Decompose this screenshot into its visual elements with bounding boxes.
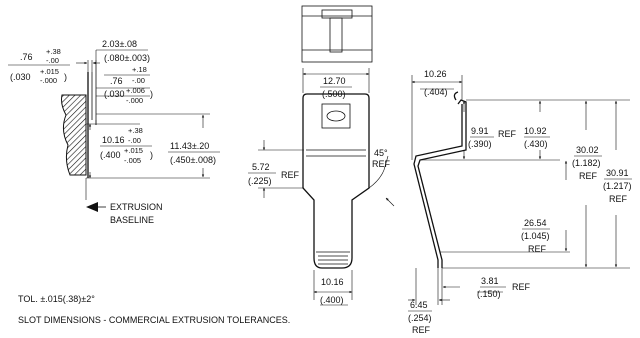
label-d3-in: (.030 [104, 89, 125, 99]
note-tolerance: TOL. ±.015(.38)±2° [18, 294, 95, 304]
label-d1-in-tol-plus: +.015 [40, 67, 59, 76]
label-height-in: (.225) [248, 176, 272, 186]
label-d5-in: (.450±.008) [170, 155, 216, 165]
label-side-d8-in: (.254) [408, 313, 432, 323]
label-baseline-1: EXTRUSION [110, 202, 163, 212]
front-view [248, 68, 395, 306]
label-d4-in-close: ) [150, 150, 153, 160]
label-bottom-width-mm: 10.16 [321, 277, 344, 287]
label-d4-mm: 10.16 [102, 135, 125, 145]
left-view-labels: .76 +.38 -.00 (.030 +.015 -.000 ) 2.03±.… [10, 39, 216, 225]
label-d1-tol-minus: -.00 [46, 56, 59, 65]
label-d1-in-close: ) [64, 72, 67, 82]
label-side-d8-ref: REF [412, 325, 431, 335]
label-d3-mm: .76 [110, 76, 123, 86]
label-bottom-width-in: (.400) [320, 295, 344, 305]
left-section-view [8, 49, 220, 212]
label-side-d7-ref: REF [512, 282, 531, 292]
label-d3-in-close: ) [150, 89, 153, 99]
label-side-d1-in: (.404) [424, 87, 448, 97]
label-baseline-2: BASELINE [110, 215, 154, 225]
label-width-mm: 12.70 [323, 76, 346, 86]
note-slot-dimensions: SLOT DIMENSIONS - COMMERCIAL EXTRUSION T… [18, 315, 290, 325]
label-side-d2-mm: 9.91 [471, 126, 489, 136]
label-d3-in-tol-minus: -.000 [126, 96, 143, 105]
label-side-d2-in: (.390) [468, 139, 492, 149]
label-side-d6-mm: 26.54 [524, 218, 547, 228]
label-d1-in-tol-minus: -.000 [40, 76, 57, 85]
label-d3-in-tol-plus: +.006 [126, 86, 145, 95]
label-side-d2-ref: REF [498, 129, 517, 139]
label-width-in: (.500) [322, 89, 346, 99]
label-side-d3-in: (.430) [524, 139, 548, 149]
label-d4-in: (.400 [100, 150, 121, 160]
notes: TOL. ±.015(.38)±2° SLOT DIMENSIONS - COM… [18, 294, 290, 325]
label-d1-tol-plus: +.38 [46, 47, 61, 56]
extrusion-section [61, 94, 87, 176]
label-d4-tol-minus: -.00 [128, 136, 141, 145]
label-side-d5-in: (1.217) [603, 181, 632, 191]
label-side-d6-in: (1.045) [521, 231, 550, 241]
label-d1-in: (.030 [10, 72, 31, 82]
label-d2-in: (.080±.003) [104, 53, 150, 63]
label-angle: 45° [374, 148, 388, 158]
label-side-d7-mm: 3.81 [481, 276, 499, 286]
label-side-d5-ref: REF [609, 194, 628, 204]
label-side-d8-mm: 6.45 [410, 300, 428, 310]
label-height-mm: 5.72 [252, 162, 270, 172]
label-height-ref: REF [281, 170, 300, 180]
label-d3-tol-minus: -.00 [132, 76, 145, 85]
label-side-d3-mm: 10.92 [524, 126, 547, 136]
label-side-d4-mm: 30.02 [576, 145, 599, 155]
front-view-labels: 12.70 (.500) 5.72 (.225) REF 45° REF 10.… [248, 76, 391, 305]
label-d4-tol-plus: +.38 [128, 126, 143, 135]
label-d4-in-tol-minus: -.005 [124, 156, 141, 165]
side-view [408, 75, 632, 312]
label-d5-mm: 11.43±.20 [170, 141, 209, 151]
label-angle-ref: REF [372, 159, 391, 169]
label-side-d4-ref: REF [579, 171, 598, 181]
label-side-d7-in: (.150) [477, 289, 501, 299]
label-side-d1-mm: 10.26 [424, 69, 447, 79]
label-d1-mm: .76 [20, 52, 33, 62]
label-d3-tol-plus: +.18 [132, 65, 147, 74]
label-side-d4-in: (1.182) [572, 158, 601, 168]
label-d4-in-tol-plus: +.015 [124, 146, 143, 155]
label-side-d6-ref: REF [528, 244, 547, 254]
side-view-labels: 10.26 (.404) 9.91 (.390) REF 10.92 (.430… [408, 69, 632, 335]
top-end-view [301, 5, 373, 63]
label-side-d5-mm: 30.91 [606, 168, 629, 178]
label-d2-mm: 2.03±.08 [102, 39, 137, 49]
